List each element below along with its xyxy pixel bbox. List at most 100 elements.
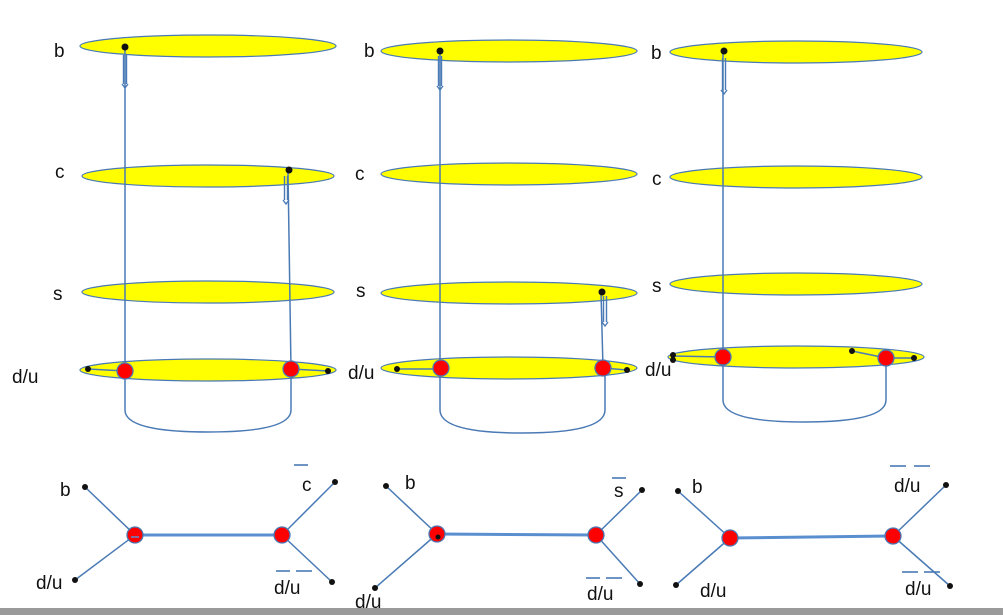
leg-line [281, 481, 336, 536]
label-du-bar: d/u [905, 579, 931, 600]
vertex-red [282, 360, 300, 378]
dot [639, 487, 645, 493]
arrow-icon [121, 55, 129, 90]
disk-du [79, 358, 337, 382]
leg-line [374, 533, 438, 589]
dot [849, 348, 855, 354]
disk-s [380, 281, 638, 305]
leg-line [892, 535, 951, 587]
dot [947, 583, 953, 589]
vertex-red [126, 526, 144, 544]
label-b: b [405, 473, 416, 494]
disk-b [79, 34, 337, 58]
dot [285, 166, 293, 174]
label-s: s [652, 276, 662, 297]
disk-b [380, 39, 638, 63]
disk-c [669, 165, 923, 189]
vertex-red [877, 349, 895, 367]
dot [332, 479, 338, 485]
propagator-line [729, 534, 894, 540]
dot [394, 366, 400, 372]
quark-line-c [287, 171, 292, 370]
label-du-bar: d/u [587, 584, 613, 605]
dot [943, 482, 949, 488]
dot [383, 483, 389, 489]
label-b: b [364, 41, 375, 62]
vertex-red [714, 348, 732, 366]
label-b: b [60, 480, 71, 501]
leg-line [595, 489, 643, 536]
label-b: b [651, 43, 662, 64]
dot [435, 534, 441, 540]
vertex-red [884, 527, 902, 545]
label-du-bar: d/u [894, 476, 920, 497]
panel-3: b c s d/u [645, 40, 925, 423]
vertex-red [721, 529, 739, 547]
disk-s [81, 280, 335, 304]
label-c: c [55, 162, 65, 183]
panel-1: b c s d/u [12, 34, 337, 433]
panel-2: b c s d/u [348, 39, 638, 434]
arrow-icon [720, 58, 728, 96]
label-s: s [53, 284, 63, 305]
label-du-bar: d/u [274, 578, 300, 599]
disk-b [669, 40, 923, 64]
dot [85, 366, 91, 372]
label-cbar: c [302, 475, 312, 496]
dot [72, 577, 78, 583]
label-du: d/u [36, 573, 62, 594]
leg-line [281, 534, 333, 583]
quark-line-s [600, 291, 604, 369]
leg-line [677, 490, 731, 539]
label-du: d/u [355, 592, 381, 613]
dot [624, 367, 630, 373]
label-du: d/u [12, 367, 38, 388]
label-sbar: s [614, 481, 624, 502]
label-c: c [652, 169, 662, 190]
loop-line [439, 368, 606, 434]
dot [372, 585, 378, 591]
leg-line [892, 484, 947, 537]
feynman-diagram-1: b d/u c d/u [36, 464, 338, 599]
leg-line [84, 486, 136, 536]
loop-line [124, 370, 292, 433]
vertex-red [273, 526, 291, 544]
leg-line [385, 485, 438, 535]
vertex-red [428, 525, 446, 543]
disk-du [667, 345, 925, 369]
dot [329, 579, 335, 585]
vertex-red [594, 359, 612, 377]
dot [436, 47, 444, 55]
leg-line [595, 534, 641, 585]
dot [911, 355, 917, 361]
arrow-icon [601, 296, 609, 328]
label-du: d/u [700, 581, 726, 602]
dot [121, 43, 129, 51]
vertex-red [432, 359, 450, 377]
dot [670, 357, 676, 363]
bottom-border [0, 608, 1003, 615]
propagator-line [436, 532, 597, 537]
loop-line [722, 357, 887, 423]
disk-c [380, 162, 638, 186]
label-s: s [356, 281, 366, 302]
dot [720, 47, 728, 55]
vertex-red [587, 526, 605, 544]
arrow-icon [282, 176, 290, 206]
dot [82, 484, 88, 490]
vertex-red [116, 362, 134, 380]
leg-line [675, 537, 731, 586]
label-b: b [54, 41, 65, 62]
feynman-diagram-3: b d/u d/u d/u [673, 465, 953, 602]
label-du: d/u [645, 360, 671, 381]
dot [675, 488, 681, 494]
arrow-icon [436, 56, 444, 92]
label-b: b [692, 477, 703, 498]
dot [637, 581, 643, 587]
feynman-diagram-2: b d/u s d/u [355, 473, 645, 613]
leg-line [74, 534, 136, 581]
disk-s [669, 272, 923, 296]
dot [598, 288, 606, 296]
dot [325, 368, 331, 374]
